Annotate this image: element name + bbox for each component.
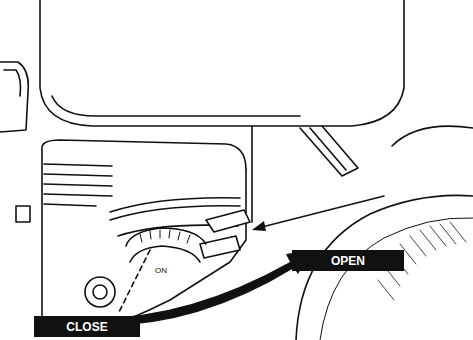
position-label: OPEN [331,254,365,268]
position-label: CLOSE [66,320,107,334]
dial-marking: ON [154,266,168,275]
label-box: OPEN [292,250,404,271]
label-box: CLOSE [34,316,140,337]
